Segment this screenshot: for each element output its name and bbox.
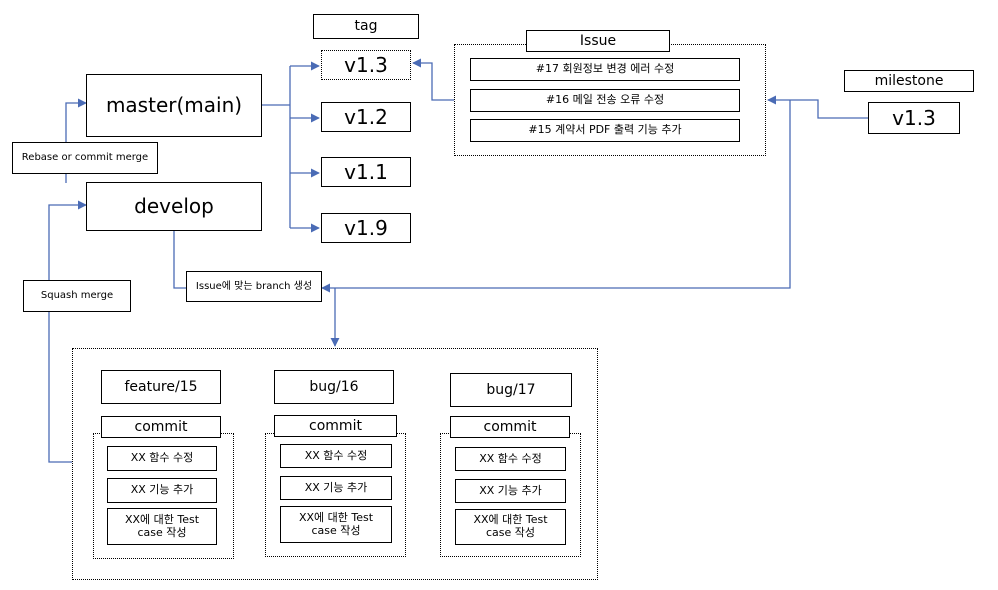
commit-item: XX 함수 수정 [455, 447, 566, 471]
master-branch-box: master(main) [86, 74, 262, 137]
milestone-title: milestone [844, 70, 974, 92]
tag-v11: v1.1 [321, 157, 411, 187]
tag-v12: v1.2 [321, 102, 411, 132]
develop-branch-box: develop [86, 182, 262, 231]
issue-to-tag-arrow [412, 58, 454, 101]
rebase-merge-label: Rebase or commit merge [12, 142, 158, 174]
issue-item-16: #16 메일 전송 오류 수정 [470, 89, 740, 112]
commit-item: XX 함수 수정 [107, 446, 217, 471]
milestone-to-issue-arrow [767, 95, 868, 119]
commit-title-feature-15: commit [101, 416, 221, 438]
issue-branch-label: Issue에 맞는 branch 생성 [186, 271, 322, 302]
commit-item: XX 기능 추가 [107, 478, 217, 503]
tag-title: tag [313, 14, 419, 39]
commit-item: XX 기능 추가 [280, 476, 392, 500]
issue-item-15: #15 계약서 PDF 출력 기능 추가 [470, 119, 740, 142]
commit-item: XX 기능 추가 [455, 479, 566, 503]
issue-to-branch-arrow [321, 100, 791, 293]
branch-feature-15: feature/15 [101, 370, 221, 404]
commit-item: XX 함수 수정 [280, 444, 392, 468]
branch-bug-16: bug/16 [274, 370, 394, 404]
commit-item: XX에 대한 Test case 작성 [280, 506, 392, 543]
features-to-develop-arrow [48, 200, 87, 463]
issue-item-17: #17 회원정보 변경 에러 수정 [470, 58, 740, 81]
issue-title: Issue [526, 30, 670, 52]
feature-area [72, 348, 598, 580]
tag-v13: v1.3 [321, 50, 411, 80]
commit-item: XX에 대한 Test case 작성 [455, 509, 566, 545]
tag-v19: v1.9 [321, 213, 411, 243]
squash-merge-label: Squash merge [23, 280, 131, 312]
branch-bug-17: bug/17 [450, 373, 572, 407]
commit-title-bug-17: commit [450, 416, 570, 438]
commit-item: XX에 대한 Test case 작성 [107, 508, 217, 545]
develop-to-branch-line [173, 231, 186, 289]
milestone-value: v1.3 [868, 102, 960, 134]
commit-title-bug-16: commit [274, 415, 397, 437]
